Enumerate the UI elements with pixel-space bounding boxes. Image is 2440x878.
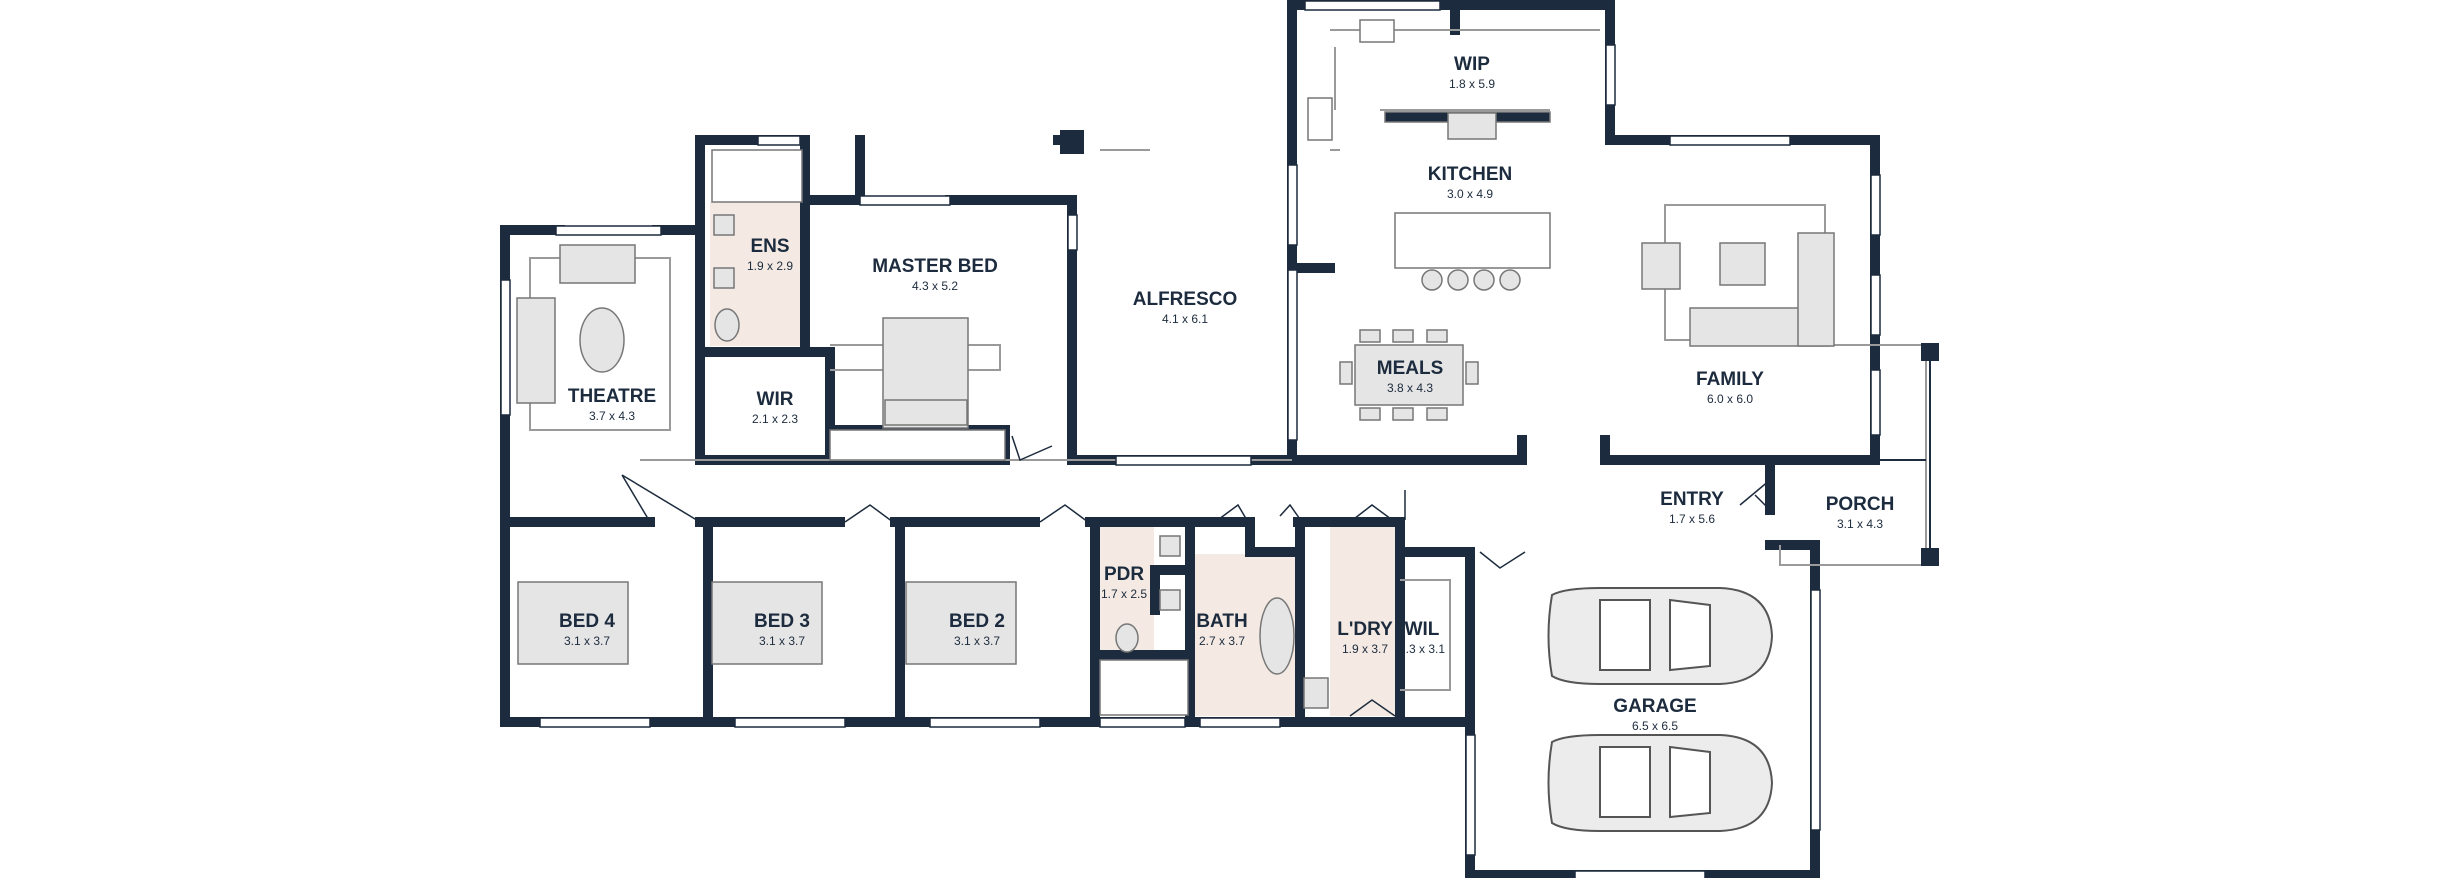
room-name-alfresco: ALFRESCO (1133, 289, 1238, 310)
room-name-porch: PORCH (1826, 494, 1895, 515)
room-size-bed-3: 3.1 x 3.7 (759, 634, 805, 648)
room-name-garage: GARAGE (1613, 696, 1696, 717)
room-size-bed-4: 3.1 x 3.7 (564, 634, 610, 648)
windows (500, 0, 1881, 878)
room-size-bath: 2.7 x 3.7 (1199, 634, 1245, 648)
room-name-pdr: PDR (1104, 564, 1144, 585)
room-name-meals: MEALS (1377, 358, 1444, 379)
room-size-wil: 1.3 x 3.1 (1399, 642, 1445, 656)
room-size-entry: 1.7 x 5.6 (1669, 512, 1715, 526)
room-size-garage: 6.5 x 6.5 (1632, 719, 1678, 733)
room-name-bath: BATH (1196, 611, 1247, 632)
room-name-bed-3: BED 3 (754, 611, 810, 632)
room-size-bed-2: 3.1 x 3.7 (954, 634, 1000, 648)
doors (621, 435, 1771, 717)
room-size-wip: 1.8 x 5.9 (1449, 77, 1495, 91)
room-size-porch: 3.1 x 4.3 (1837, 517, 1883, 531)
room-size-kitchen: 3.0 x 4.9 (1447, 187, 1493, 201)
room-name-kitchen: KITCHEN (1428, 164, 1512, 185)
room-name-entry: ENTRY (1660, 489, 1724, 510)
room-size-ldry: 1.9 x 3.7 (1342, 642, 1388, 656)
room-name-wip: WIP (1454, 54, 1490, 75)
room-size-pdr: 1.7 x 2.5 (1101, 587, 1147, 601)
room-name-wil: WIL (1405, 619, 1440, 640)
room-size-family: 6.0 x 6.0 (1707, 392, 1753, 406)
room-name-wir: WIR (757, 389, 794, 410)
room-name-theatre: THEATRE (568, 386, 656, 407)
room-name-bed-2: BED 2 (949, 611, 1005, 632)
room-size-theatre: 3.7 x 4.3 (589, 409, 635, 423)
room-size-alfresco: 4.1 x 6.1 (1162, 312, 1208, 326)
room-name-bed-4: BED 4 (559, 611, 615, 632)
room-size-meals: 3.8 x 4.3 (1387, 381, 1433, 395)
ldry-floor (1330, 524, 1398, 716)
furniture (516, 19, 1835, 716)
room-name-master-bed: MASTER BED (872, 256, 998, 277)
room-name-ens: ENS (750, 236, 789, 257)
room-name-ldry: L'DRY (1337, 619, 1393, 640)
room-size-ens: 1.9 x 2.9 (747, 259, 793, 273)
room-size-wir: 2.1 x 2.3 (752, 412, 798, 426)
room-name-family: FAMILY (1696, 369, 1764, 390)
car-icon (1547, 587, 1774, 832)
porch-structure (1770, 343, 1939, 566)
room-size-master-bed: 4.3 x 5.2 (912, 279, 958, 293)
